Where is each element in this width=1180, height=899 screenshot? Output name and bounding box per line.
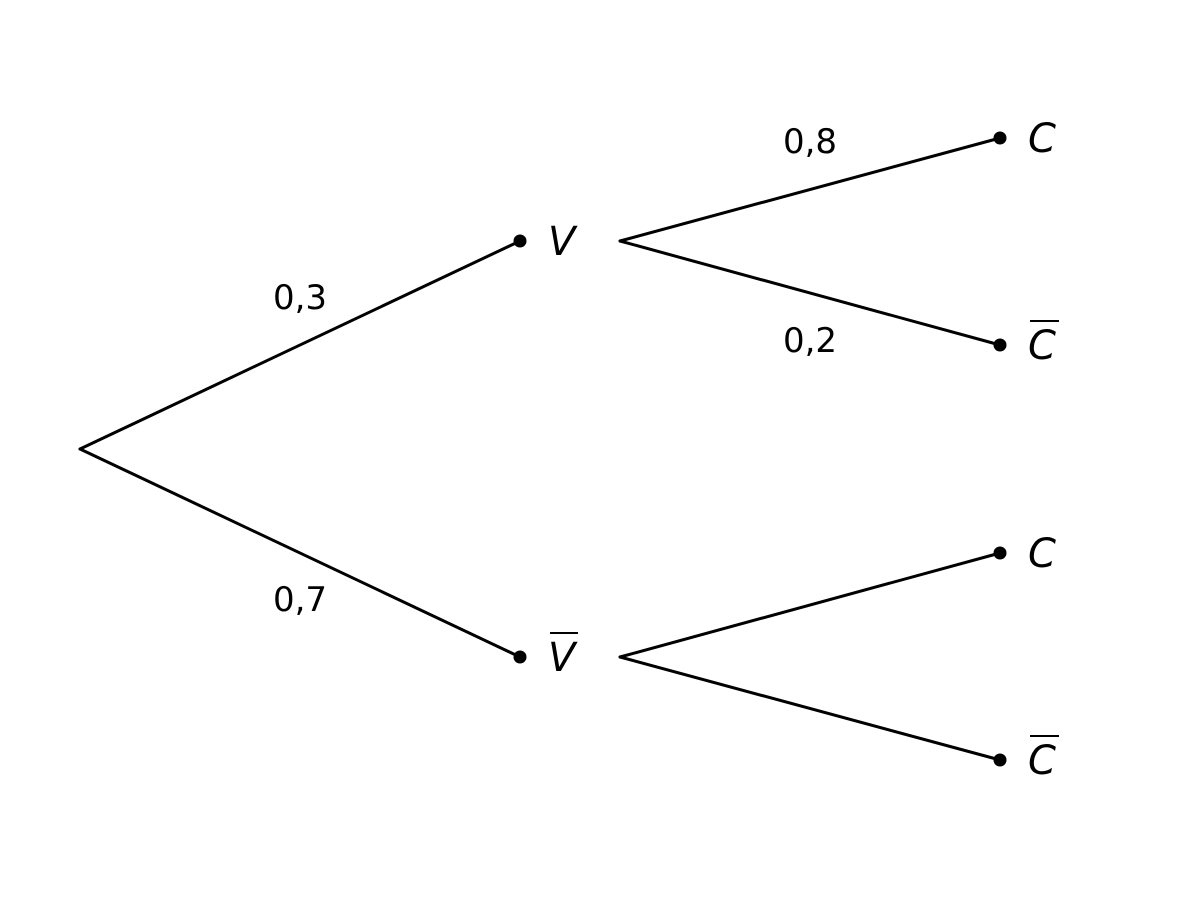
branch-root-to-not-v [78, 447, 522, 659]
node-dot-v-c [993, 131, 1007, 145]
node-dot-not-v-c [993, 546, 1007, 560]
node-dot-v-not-c [993, 338, 1007, 352]
node-dot-not-v [513, 650, 527, 664]
prob-label-v-not-c: 0,2 [783, 321, 837, 361]
node-dot-v [513, 234, 527, 248]
node-label-not-v: V [548, 635, 578, 681]
node-label-not-v-not-c: C [1028, 738, 1056, 784]
node-label-v-c: C [1028, 116, 1056, 162]
node-label-not-v-c: C [1028, 531, 1056, 577]
branch-not-v-to-c [618, 551, 1002, 659]
node-label-v-not-c: C [1028, 323, 1056, 369]
branch-not-v-to-not-c [618, 655, 1002, 762]
node-dot-not-v-not-c [993, 753, 1007, 767]
prob-label-not-v: 0,7 [273, 580, 327, 620]
branch-v-to-not-c [618, 239, 1002, 347]
prob-label-v-c: 0,8 [783, 122, 837, 162]
branch-root-to-v [78, 239, 522, 451]
node-label-v: V [548, 219, 578, 265]
prob-label-v: 0,3 [273, 278, 327, 318]
branch-v-to-c [618, 136, 1002, 243]
